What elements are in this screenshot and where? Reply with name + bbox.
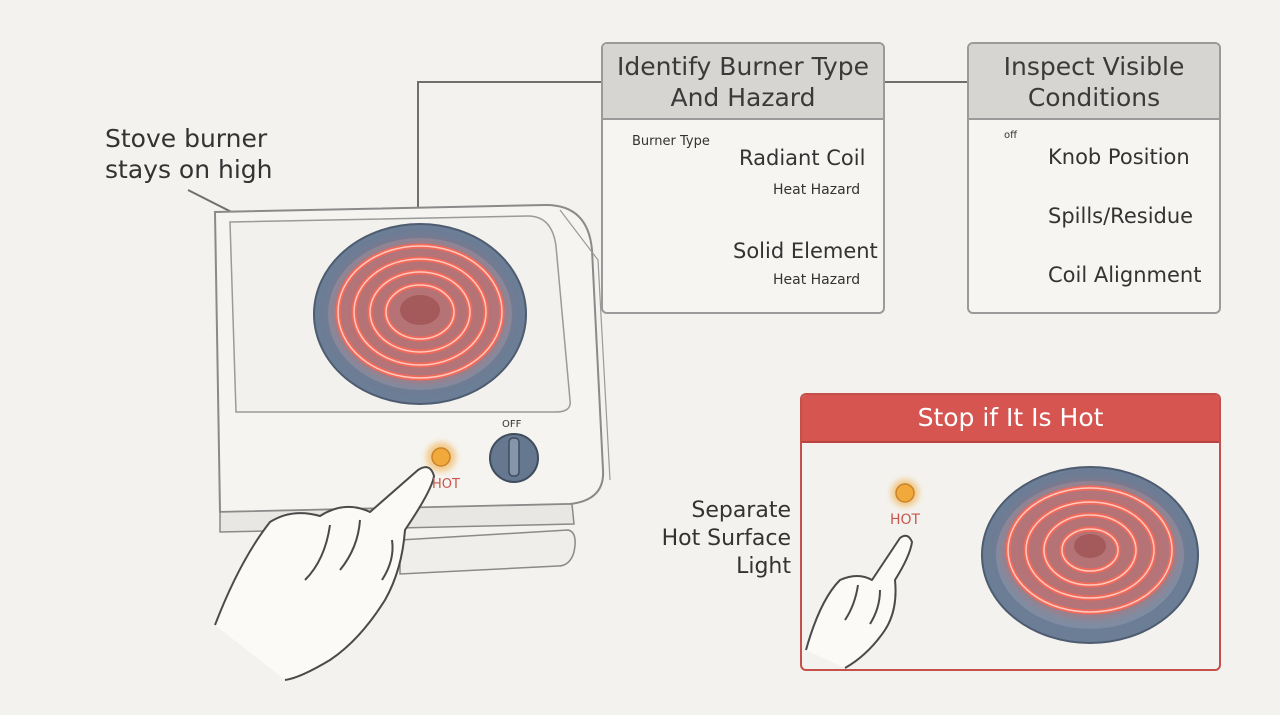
identify-burner-box: Identify Burner Type And Hazard [601,42,885,314]
main-burner [313,223,527,405]
solid-element-label: Solid Element [733,239,878,263]
radiant-coil-hazard: Heat Hazard [773,182,861,198]
stop-if-hot-box: Stop if It Is Hot [800,393,1221,671]
stop-box-hot-label: HOT [890,512,921,528]
stove-hot-indicator-light [426,442,456,472]
callout-text: Stove burner stays on high [105,123,273,185]
knob-off-caption: off [1004,130,1018,141]
stop-box-title: Stop if It Is Hot [802,395,1219,443]
identify-title-line-1: Identify Burner Type [616,52,870,81]
coil-alignment-label: Coil Alignment [1048,263,1202,287]
identify-box-title: Identify Burner Type And Hazard [603,44,883,120]
pointing-hand [214,466,435,681]
inspect-title-line-2: Conditions [1027,83,1161,112]
separate-light-label: Separate Hot Surface Light [655,497,791,581]
separate-light-line-1: Separate [691,498,791,523]
radiant-coil-label: Radiant Coil [739,146,866,170]
identify-title-line-2: And Hazard [670,83,816,112]
inspect-box-title: Inspect Visible Conditions [969,44,1219,120]
callout-line-2: stays on high [105,155,273,184]
callout-line-1: Stove burner [105,124,268,153]
separate-light-line-2: Hot Surface [661,526,791,551]
knob-position-label: Knob Position [1048,145,1190,169]
knob-label: OFF [502,419,522,430]
inspect-conditions-box: Inspect Visible Conditions [967,42,1221,314]
stop-box-hand [805,534,913,669]
separate-light-line-3: Light [736,554,791,579]
stove-hot-label: HOT [432,477,460,492]
stove-knob [489,433,539,483]
solid-element-hazard: Heat Hazard [773,272,861,288]
spills-residue-label: Spills/Residue [1048,204,1194,228]
inspect-title-line-1: Inspect Visible [1003,52,1185,81]
burner-type-caption: Burner Type [632,134,710,149]
stop-box-burner [981,466,1199,644]
stop-box-indicator-light [891,479,919,507]
